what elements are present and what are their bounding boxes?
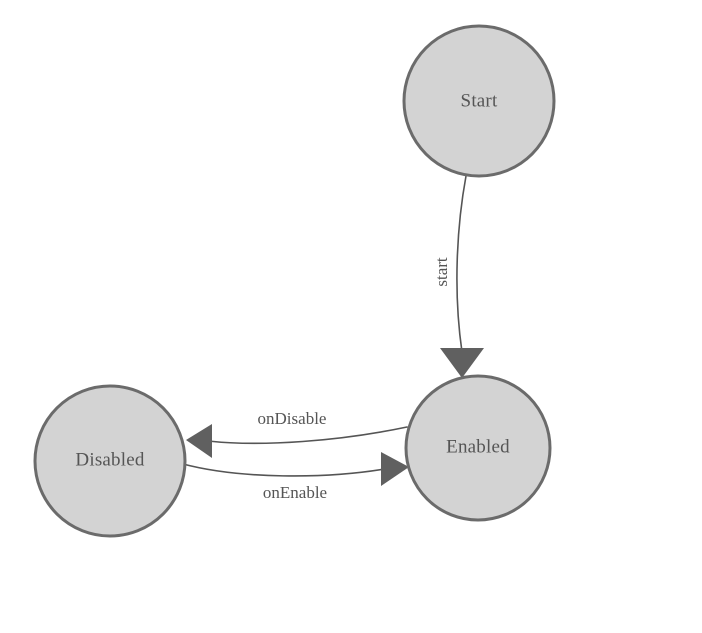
node-circle-enabled[interactable] (404, 374, 552, 522)
node-start[interactable]: Start (402, 24, 556, 178)
node-disabled[interactable]: Disabled (33, 384, 187, 538)
node-circle-disabled[interactable] (33, 384, 187, 538)
edge-label-on-disable: onDisable (258, 409, 327, 428)
arrowhead-icon-start (440, 348, 484, 378)
node-label-start: Start (461, 90, 498, 111)
edge-enabled-to-disabled[interactable]: onDisable (186, 409, 408, 458)
arrowhead-icon-on-disable (186, 424, 212, 458)
edge-start-to-enabled[interactable]: start (432, 175, 484, 378)
node-circle-start[interactable] (402, 24, 556, 178)
arrowhead-icon-on-enable (381, 452, 409, 486)
node-enabled[interactable]: Enabled (404, 374, 552, 522)
edge-label-on-enable: onEnable (263, 483, 327, 502)
node-label-disabled: Disabled (75, 449, 144, 470)
node-label-enabled: Enabled (446, 436, 510, 457)
edge-path-on-disable (207, 426, 408, 445)
edge-label-start: start (432, 257, 451, 287)
edge-path-on-enable (182, 463, 386, 477)
edge-path-start (456, 175, 467, 353)
edge-disabled-to-enabled[interactable]: onEnable (182, 452, 409, 502)
